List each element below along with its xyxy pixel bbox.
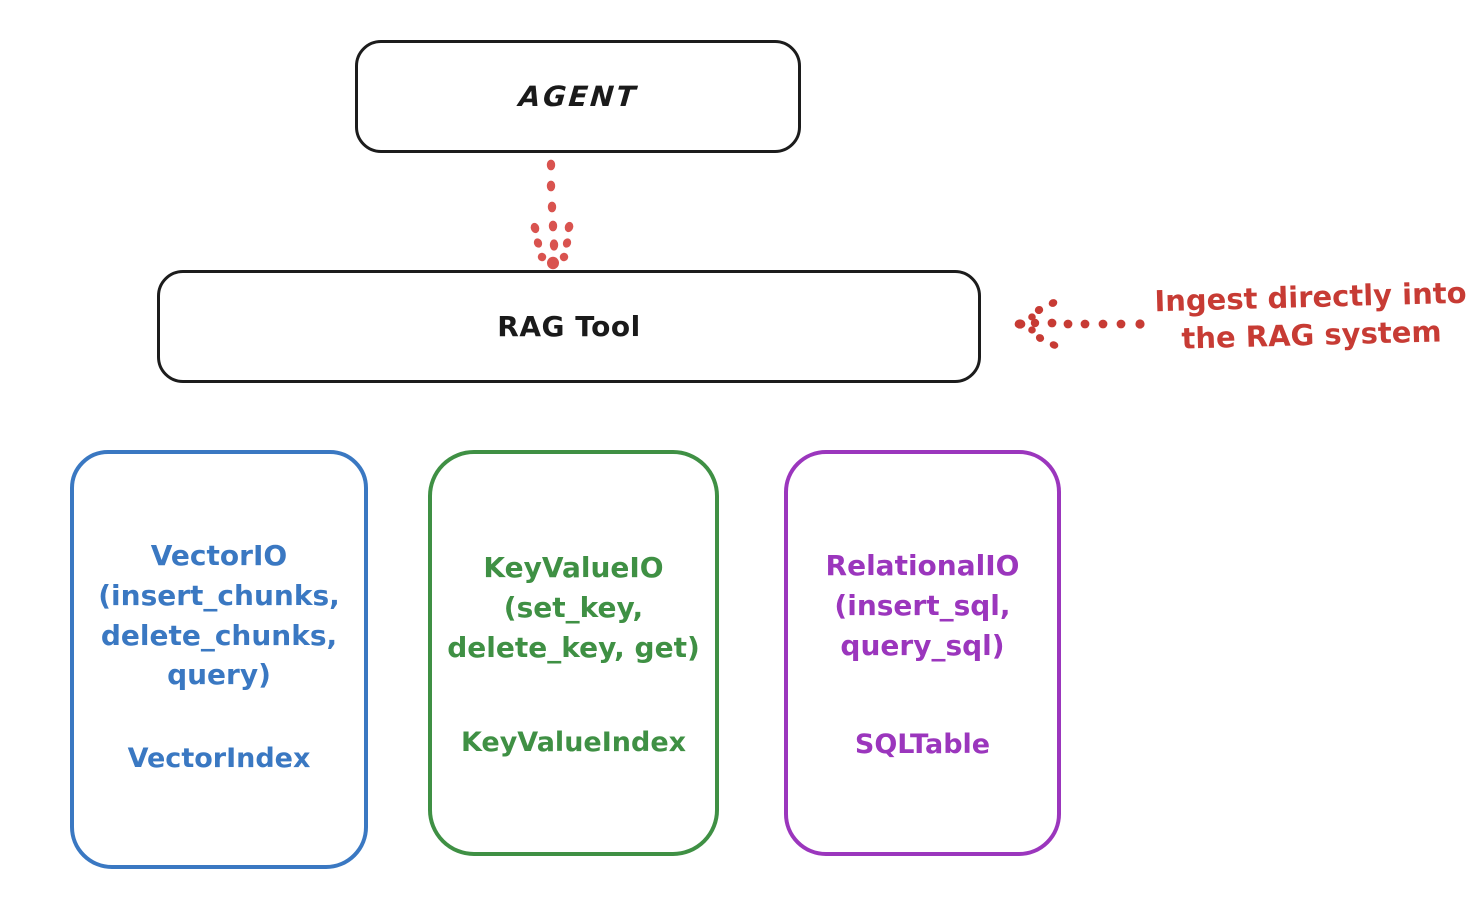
node-vector-io-content: VectorIO (insert_chunks, delete_chunks, … [82,464,356,855]
node-vector-io-index-label: VectorIndex [127,743,311,774]
node-relational-io-index-label: SQLTable [854,729,991,761]
node-key-value-io-content: KeyValueIO (set_key, delete_key, get) Ke… [440,464,707,842]
node-vector-io[interactable]: VectorIO (insert_chunks, delete_chunks, … [70,450,368,869]
node-relational-io-api-label: RelationalIO (insert_sql, query_sql) [825,549,1020,662]
node-relational-io-content: RelationalIO (insert_sql, query_sql) SQL… [796,464,1049,842]
node-relational-io[interactable]: RelationalIO (insert_sql, query_sql) SQL… [784,450,1061,856]
node-agent[interactable]: AGENT [355,40,801,153]
node-key-value-io-index-label: KeyValueIndex [460,727,687,759]
edge-ingest-into-rag [1012,295,1147,355]
node-vector-io-api-label: VectorIO (insert_chunks, delete_chunks, … [98,539,340,692]
node-key-value-io-api-label: KeyValueIO (set_key, delete_key, get) [447,551,700,664]
node-rag-tool[interactable]: RAG Tool [157,270,981,383]
arrow-down-dotted-icon [530,159,574,270]
node-rag-tool-label: RAG Tool [497,310,641,343]
arrow-left-dotted-icon [1014,299,1145,349]
annotation-ingest-into-rag: Ingest directly into the RAG system [1153,275,1467,356]
node-key-value-io[interactable]: KeyValueIO (set_key, delete_key, get) Ke… [428,450,719,856]
node-agent-label: AGENT [517,80,639,113]
edge-agent-to-rag-tool [505,158,615,273]
